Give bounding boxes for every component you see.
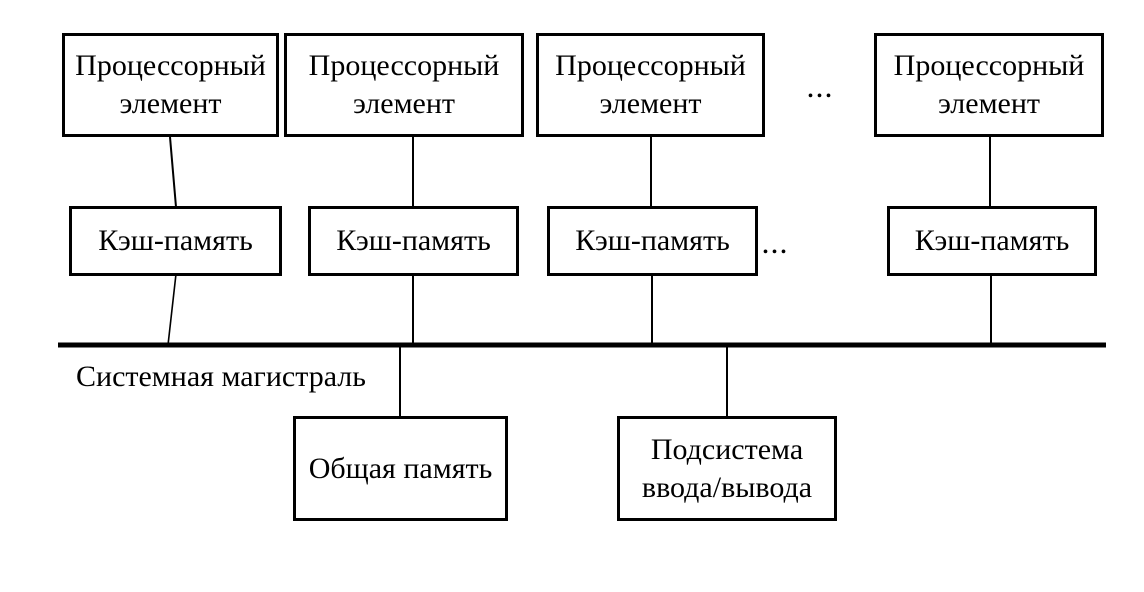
processor-element-box-4: Процессорный элемент	[874, 33, 1104, 137]
connector-pe1-cache1-line	[169, 136, 177, 208]
cache-memory-box-4: Кэш-память	[887, 206, 1097, 276]
io-subsystem-label: Подсистема ввода/вывода	[641, 432, 813, 504]
ellipsis-cache-row: ...	[761, 224, 789, 260]
processor-element-box-2: Процессорный элемент	[284, 33, 524, 137]
ellipsis-processor-row: ...	[806, 68, 834, 104]
io-subsystem-box: Подсистема ввода/вывода	[617, 416, 837, 521]
processor-element-label: Процессорный элемент	[893, 49, 1085, 120]
processor-element-label: Процессорный элемент	[75, 49, 266, 120]
cache-memory-box-2: Кэш-память	[308, 206, 519, 276]
connector-cache1-bus-line	[167, 273, 177, 346]
shared-memory-box: Общая память	[293, 416, 508, 521]
cache-memory-label: Кэш-память	[575, 224, 730, 257]
cache-memory-label: Кэш-память	[336, 224, 491, 257]
processor-element-box-1: Процессорный элемент	[62, 33, 279, 137]
cache-memory-label: Кэш-память	[98, 224, 253, 257]
cache-memory-box-1: Кэш-память	[69, 206, 282, 276]
processor-element-label: Процессорный элемент	[308, 49, 500, 120]
cache-memory-box-3: Кэш-память	[547, 206, 758, 276]
processor-element-box-3: Процессорный элемент	[536, 33, 765, 137]
processor-element-label: Процессорный элемент	[555, 49, 746, 120]
shared-memory-label: Общая память	[308, 451, 493, 485]
cache-memory-label: Кэш-память	[914, 224, 1070, 257]
system-bus-label: Системная магистраль	[76, 360, 366, 393]
